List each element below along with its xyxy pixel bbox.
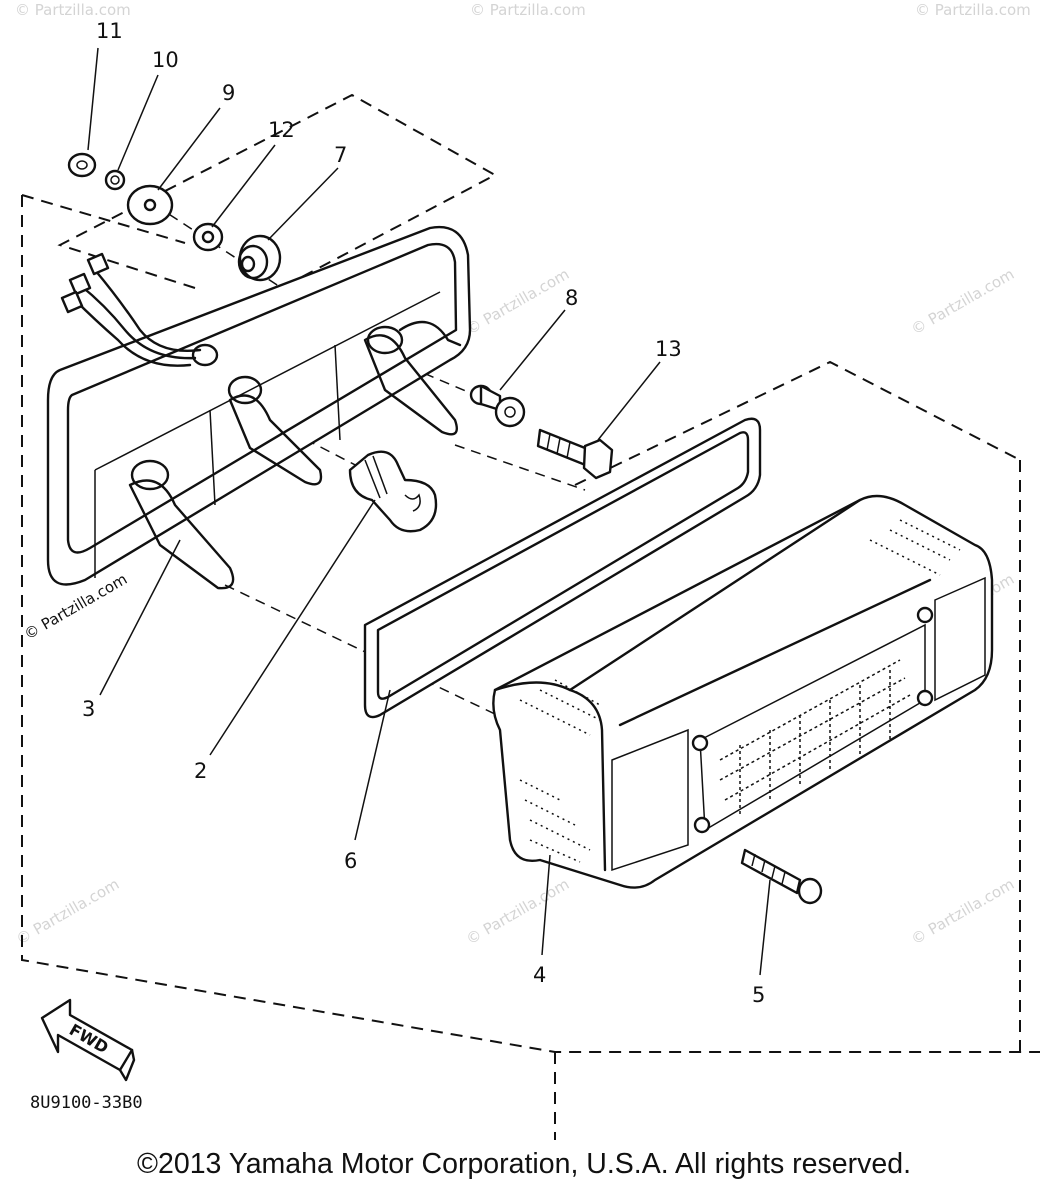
callout-6: 6 (344, 849, 357, 873)
callout-12: 12 (268, 118, 295, 142)
callout-11: 11 (96, 19, 123, 43)
callout-8: 8 (565, 286, 578, 310)
screw-5 (740, 848, 823, 905)
callouts: 11 10 9 12 7 8 13 3 2 6 4 5 (82, 19, 765, 1007)
spacer-8 (469, 384, 526, 428)
grommet-7 (237, 234, 282, 282)
watermark: © Partzilla.com (908, 265, 1017, 338)
watermark: © Partzilla.com (908, 875, 1017, 948)
gasket-6 (363, 417, 762, 719)
callout-9: 9 (222, 81, 235, 105)
bulb-2 (348, 450, 438, 533)
callout-5: 5 (752, 983, 765, 1007)
callout-13: 13 (655, 337, 682, 361)
watermark: © Partzilla.com (463, 875, 572, 948)
watermark: © Partzilla.com (15, 1, 131, 19)
callout-3: 3 (82, 697, 95, 721)
nut-11 (67, 152, 97, 178)
watermark: © Partzilla.com (13, 875, 122, 948)
watermark: © Partzilla.com (470, 1, 586, 19)
callout-10: 10 (152, 48, 179, 72)
watermark: © Partzilla.com (915, 1, 1031, 19)
callout-2: 2 (194, 759, 207, 783)
lock-washer-10 (104, 169, 126, 191)
washer-9 (126, 184, 174, 226)
leader-lines (87, 47, 771, 976)
washer-12 (192, 222, 224, 252)
watermark: © Partzilla.com (463, 265, 572, 338)
forward-arrow-icon: FWD (40, 998, 136, 1082)
drawing-code: 8U9100-33B0 (30, 1093, 143, 1113)
lamp-housing (46, 225, 472, 590)
callout-7: 7 (334, 143, 347, 167)
copyright-footer: ©2013 Yamaha Motor Corporation, U.S.A. A… (137, 1148, 911, 1180)
bolt-13 (536, 428, 614, 480)
callout-4: 4 (533, 963, 546, 987)
lens-4 (492, 494, 994, 889)
mounting-hardware (67, 152, 282, 282)
